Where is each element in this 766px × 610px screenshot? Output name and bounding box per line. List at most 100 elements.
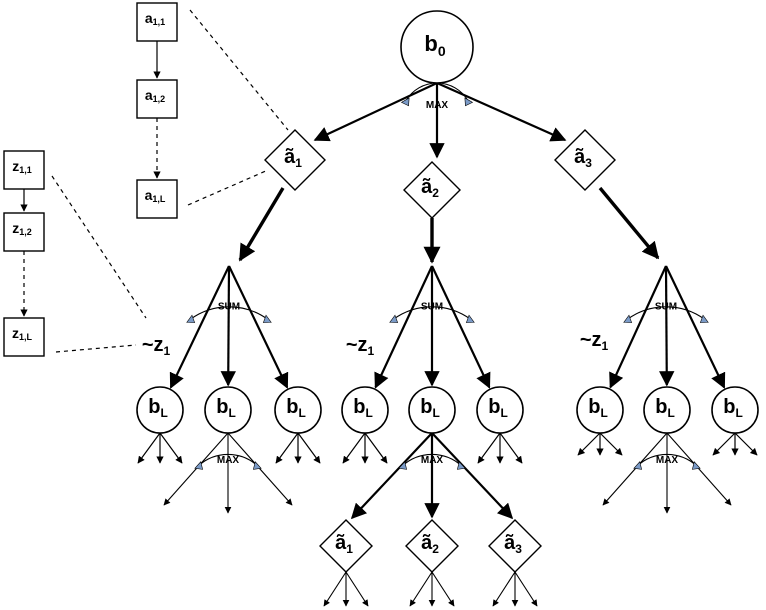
- middle-sample-z1-label: ~z1: [346, 334, 375, 358]
- left-leaf-1-out-1: [137, 432, 161, 464]
- bottom-action-2-out-3: [431, 571, 455, 607]
- left-sum-operator-arc: [189, 306, 269, 320]
- action-chain-item-3: [136, 179, 178, 219]
- right-leaf-belief-3-label: bL: [723, 396, 743, 420]
- middle-leaf-1-out-1: [342, 432, 366, 464]
- edge-middle-sum-leaf-3: [431, 265, 491, 389]
- bottom-action-a1-node: [319, 519, 373, 573]
- bottom-action-3-out-1: [492, 571, 516, 607]
- action-chain-item-1: [136, 2, 178, 42]
- right-sum-operator-arc: [626, 306, 706, 320]
- obs-chain-link-bottom: [55, 344, 137, 353]
- left-leaf-belief-2: [204, 386, 252, 434]
- right-leaf-1-out-1: [577, 432, 601, 456]
- obs-chain-item-3-label: z1,L: [12, 325, 33, 343]
- obs-chain-item-1-label: z1,1: [12, 158, 32, 176]
- middle-leaf-2-edge-a1: [350, 432, 433, 520]
- action-a3-node-label: ã3: [574, 146, 592, 170]
- bottom-action-a3-node: [488, 519, 542, 573]
- middle-leaf-belief-1-label: bL: [353, 396, 373, 420]
- right-sum-operator-arc-head: [623, 314, 633, 323]
- left-sample-z1-label: ~z1: [142, 334, 171, 358]
- action-a2-node-label: ã2: [421, 176, 439, 200]
- right-leaf-3-out-1: [712, 432, 736, 456]
- bottom-action-2-out-1: [409, 571, 433, 607]
- edge-root-a3: [436, 81, 567, 142]
- middle-sum-operator-arc-head: [465, 314, 475, 323]
- right-leaf-3-out-3: [734, 432, 758, 456]
- right-sum-operator-label: SUM: [655, 302, 677, 313]
- obs-chain-item-3: [3, 317, 45, 357]
- edge-a3-sum: [598, 186, 660, 260]
- left-sum-operator-arc-head: [262, 314, 272, 323]
- root-max-operator-label: MAX: [426, 100, 449, 111]
- right-sample-z1-label: ~z1: [580, 329, 609, 353]
- middle-leaf-2-max-operator-label: MAX: [421, 455, 444, 466]
- obs-chain-item-2: [3, 212, 45, 252]
- middle-leaf-belief-3-label: bL: [488, 396, 508, 420]
- left-leaf-3-out-3: [297, 432, 321, 464]
- bottom-action-a3-node-label: ã3: [504, 532, 522, 556]
- middle-leaf-belief-3: [476, 386, 524, 434]
- bottom-action-1-out-3: [345, 571, 369, 607]
- middle-leaf-1-out-3: [364, 432, 388, 464]
- middle-leaf-2-max-operator-arc-head: [456, 461, 466, 470]
- right-leaf-2-out-1: [602, 432, 668, 506]
- root-max-operator-arc-head: [464, 97, 474, 107]
- action-a2-node: [403, 161, 461, 219]
- left-sum-operator-label: SUM: [218, 302, 240, 313]
- right-leaf-2-max-operator-arc-head: [633, 461, 643, 470]
- right-leaf-belief-1: [576, 386, 624, 434]
- bottom-action-1-out-1: [323, 571, 347, 607]
- edge-left-sum-leaf-1: [169, 265, 230, 389]
- action-chain-item-3-label: a1,L: [145, 187, 166, 205]
- middle-leaf-3-out-1: [477, 432, 501, 464]
- action-chain-item-1-label: a1,1: [145, 10, 165, 28]
- action-chain-link-top: [189, 9, 289, 131]
- left-leaf-belief-2-label: bL: [216, 396, 236, 420]
- left-leaf-belief-3: [274, 386, 322, 434]
- left-leaf-2-max-operator-arc-head: [252, 461, 262, 470]
- right-leaf-2-out-3: [666, 432, 732, 506]
- action-a1-node-label: ã1: [284, 146, 302, 170]
- edges-layer: [20, 9, 758, 607]
- bottom-action-a2-node: [405, 519, 459, 573]
- left-leaf-3-out-1: [275, 432, 299, 464]
- right-leaf-2-max-operator-label: MAX: [656, 455, 679, 466]
- root-max-operator-arc-head: [400, 97, 410, 107]
- middle-leaf-2-max-operator-arc: [402, 453, 462, 467]
- action-chain-item-2-label: a1,2: [145, 87, 165, 105]
- middle-leaf-3-out-3: [499, 432, 523, 464]
- middle-leaf-2-max-operator-arc-head: [398, 461, 408, 470]
- action-chain-item-2: [136, 79, 178, 119]
- root-belief-node-label: b0: [424, 31, 445, 59]
- right-leaf-belief-1-label: bL: [588, 396, 608, 420]
- left-leaf-2-out-1: [163, 432, 229, 506]
- right-leaf-2-max-operator-arc-head: [691, 461, 701, 470]
- obs-chain-item-2-label: z1,2: [12, 220, 32, 238]
- right-sum-operator-arc-head: [699, 314, 709, 323]
- middle-sum-operator-arc: [392, 306, 472, 320]
- bottom-action-a1-node-label: ã1: [335, 532, 353, 556]
- action-a1-node: [264, 129, 326, 191]
- obs-chain-item-1: [3, 150, 45, 190]
- edge-right-sum-leaf-3: [665, 265, 726, 389]
- edge-a1-sum: [238, 187, 285, 262]
- edge-right-sum-leaf-2: [659, 265, 675, 387]
- action-a3-node: [554, 129, 616, 191]
- left-leaf-belief-1: [136, 386, 184, 434]
- middle-sum-operator-arc-head: [389, 314, 399, 323]
- edge-middle-sum-leaf-1: [374, 265, 433, 389]
- edge-root-a1: [313, 82, 438, 142]
- left-sum-operator-arc-head: [186, 314, 196, 323]
- left-leaf-2-max-operator-arc-head: [194, 461, 204, 470]
- middle-leaf-2-edge-a3: [431, 432, 514, 520]
- left-leaf-belief-1-label: bL: [148, 396, 168, 420]
- right-leaf-1-out-3: [599, 432, 623, 456]
- action-chain-link-bottom: [187, 169, 269, 206]
- left-leaf-2-max-operator-label: MAX: [217, 455, 240, 466]
- left-leaf-2-max-operator-arc: [198, 453, 258, 467]
- obs-chain-link-top: [51, 175, 147, 319]
